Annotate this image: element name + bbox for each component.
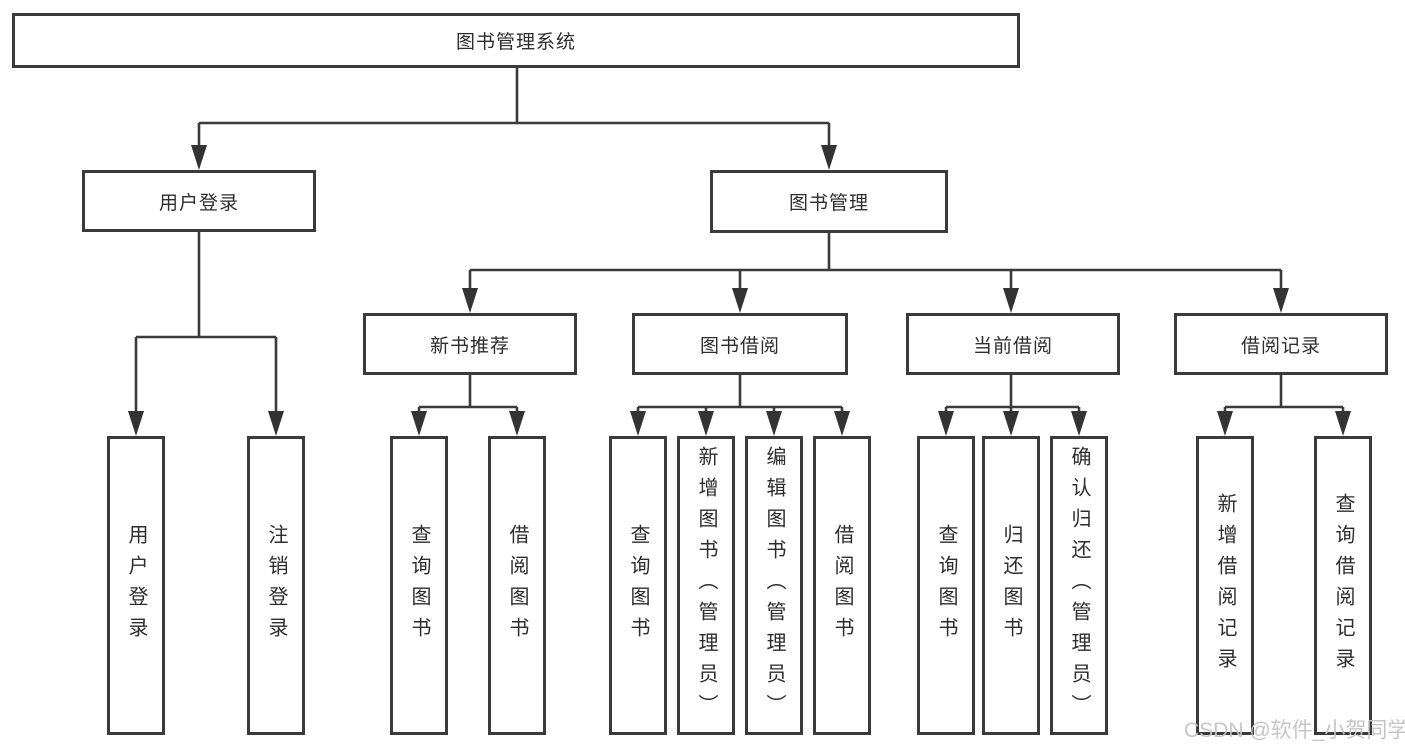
leaf-borrow-books-recommend: 借阅图书 <box>488 436 546 735</box>
leaf-return-books: 归还图书 <box>982 436 1040 735</box>
leaf-label: 查询借阅记录 <box>1332 492 1354 679</box>
leaf-user-login: 用户登录 <box>107 436 165 735</box>
leaf-edit-books-admin: 编辑图书（管理员） <box>745 436 803 735</box>
leaf-logout: 注销登录 <box>247 436 305 735</box>
leaf-confirm-return-admin: 确认归还（管理员） <box>1050 436 1108 735</box>
leaf-query-books-recommend: 查询图书 <box>390 436 448 735</box>
leaf-label: 注销登录 <box>265 523 287 648</box>
leaf-borrow-books: 借阅图书 <box>813 436 871 735</box>
csdn-watermark: CSDN @软件_小贺同学 <box>1184 719 1405 742</box>
leaf-label: 新增图书（管理员） <box>695 446 717 725</box>
leaf-label: 新增借阅记录 <box>1214 492 1236 679</box>
node-library-system: 图书管理系统 <box>12 13 1020 68</box>
node-borrowing-records: 借阅记录 <box>1174 313 1388 375</box>
leaf-label: 查询图书 <box>408 523 430 648</box>
node-book-management: 图书管理 <box>710 170 948 233</box>
leaf-label: 借阅图书 <box>506 523 528 648</box>
leaf-query-borrow-record: 查询借阅记录 <box>1314 436 1372 735</box>
leaf-add-books-admin: 新增图书（管理员） <box>677 436 735 735</box>
leaf-label: 查询图书 <box>627 523 649 648</box>
leaf-add-borrow-record: 新增借阅记录 <box>1196 436 1254 735</box>
node-current-borrowing: 当前借阅 <box>906 313 1120 375</box>
leaf-label: 编辑图书（管理员） <box>763 446 785 725</box>
node-user-login: 用户登录 <box>82 170 316 232</box>
node-book-borrowing: 图书借阅 <box>632 313 848 375</box>
leaf-query-books-current: 查询图书 <box>917 436 975 735</box>
node-new-book-recommendation: 新书推荐 <box>363 313 577 375</box>
leaf-label: 查询图书 <box>935 523 957 648</box>
leaf-label: 归还图书 <box>1000 523 1022 648</box>
leaf-label: 用户登录 <box>125 523 147 648</box>
leaf-label: 确认归还（管理员） <box>1068 446 1090 725</box>
leaf-query-books-borrow: 查询图书 <box>609 436 667 735</box>
leaf-label: 借阅图书 <box>831 523 853 648</box>
